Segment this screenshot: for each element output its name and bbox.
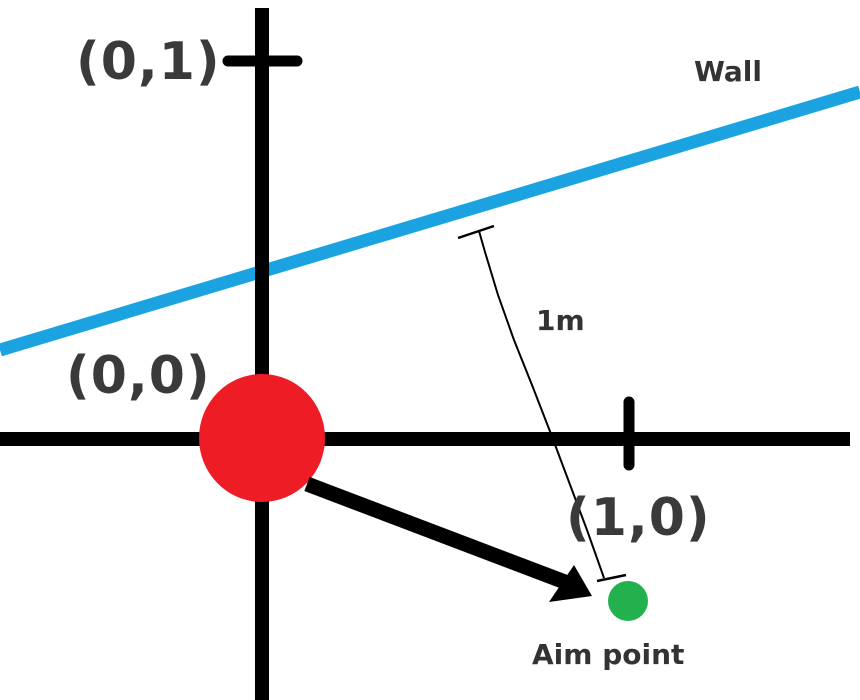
origin-dot bbox=[199, 374, 325, 502]
wall-label: Wall bbox=[694, 55, 762, 88]
aim-point-label: Aim point bbox=[532, 638, 685, 671]
origin-label: (0,0) bbox=[66, 346, 211, 406]
distance-label: 1m bbox=[536, 304, 585, 337]
wall-line bbox=[0, 85, 860, 357]
aim-point-dot bbox=[608, 581, 648, 621]
distance-measure-line bbox=[457, 224, 627, 583]
x-unit-label: (1,0) bbox=[566, 488, 711, 548]
y-unit-label: (0,1) bbox=[76, 32, 221, 92]
direction-arrow bbox=[304, 476, 592, 602]
